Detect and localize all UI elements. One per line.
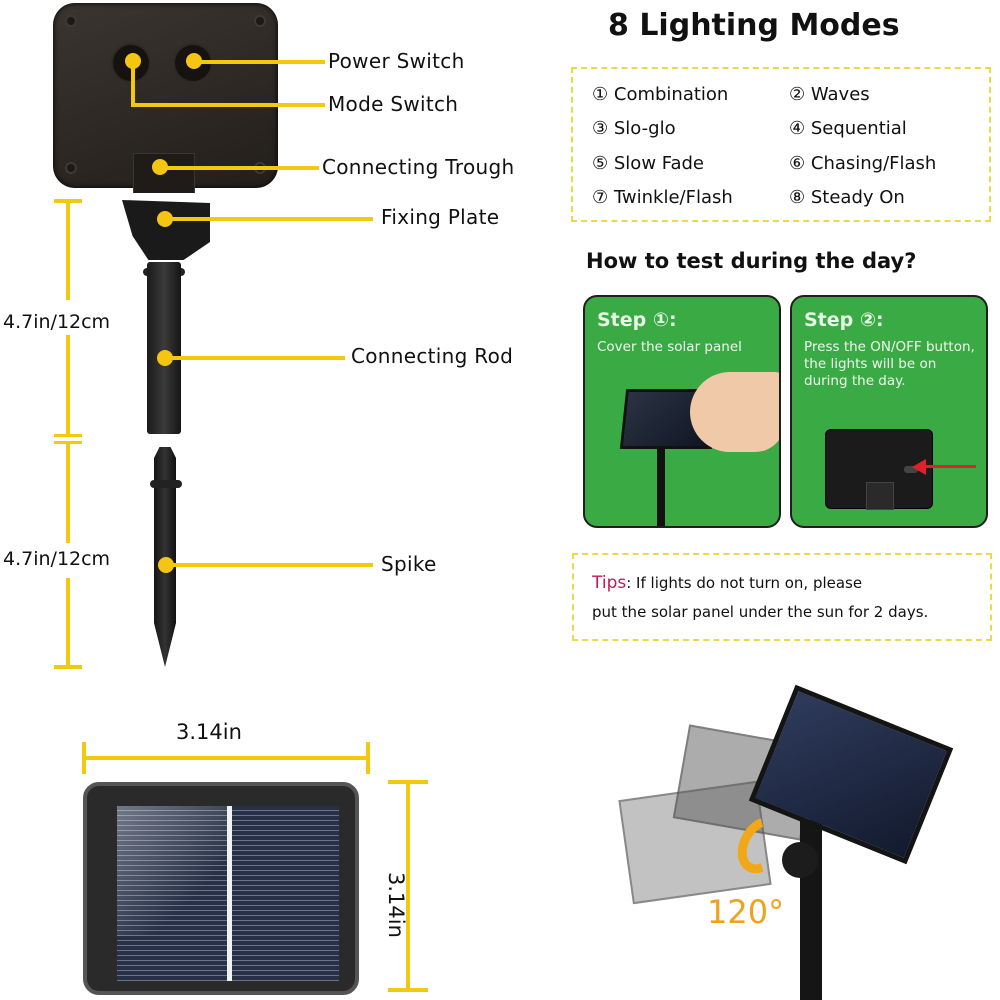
spike-leader — [170, 563, 373, 567]
rotation-angle-label: 120° — [707, 893, 785, 931]
power-switch-leader — [198, 60, 325, 64]
pivot-joint — [782, 842, 818, 878]
red-arrow-icon — [912, 459, 926, 475]
busbar — [227, 806, 232, 981]
control-box-image — [825, 429, 933, 510]
panel-width-label: 3.14in — [176, 720, 242, 744]
tips-line-2: put the solar panel under the sun for 2 … — [592, 603, 929, 621]
dim-cap — [54, 441, 82, 444]
mode-item: ⑦ Twinkle/Flash — [592, 187, 733, 208]
hand-image — [690, 372, 779, 452]
spike-dimension-line — [66, 578, 70, 666]
mode-switch-label: Mode Switch — [328, 92, 459, 116]
power-switch-label: Power Switch — [328, 49, 465, 73]
rod-dimension-line — [66, 200, 70, 300]
mode-item: ⑥ Chasing/Flash — [789, 153, 937, 174]
panel-reflection — [117, 806, 227, 936]
rod-dimension-line — [66, 335, 70, 435]
tips-line-1: Tips: If lights do not turn on, please — [592, 573, 863, 593]
red-arrow-shaft — [924, 465, 976, 468]
connecting-rod-dot — [157, 350, 173, 366]
fixing-plate-dot — [157, 211, 173, 227]
rod-length-label: 4.7in/12cm — [3, 311, 111, 333]
screw-icon — [65, 15, 77, 27]
test-title: How to test during the day? — [586, 249, 917, 273]
dim-cap — [388, 988, 428, 992]
tips-label: Tips — [592, 573, 627, 593]
onoff-button-image — [904, 466, 918, 473]
spike-dimension-line — [66, 443, 70, 543]
screw-icon — [65, 162, 77, 174]
tips-box — [572, 553, 992, 641]
mode-item: ⑧ Steady On — [789, 187, 905, 208]
power-switch-dot — [186, 53, 202, 69]
connecting-trough-label: Connecting Trough — [322, 155, 515, 179]
mode-item: ③ Slo-glo — [592, 118, 676, 139]
solar-panel — [83, 782, 359, 995]
dim-cap — [366, 742, 370, 774]
modes-box — [571, 67, 991, 222]
step-2-title: Step ②: — [804, 309, 884, 331]
spike-dot — [158, 557, 174, 573]
panel-height-label: 3.14in — [384, 872, 408, 938]
fixing-plate-label: Fixing Plate — [381, 205, 500, 229]
step-1-body: Cover the solar panel — [597, 339, 742, 355]
mode-item: ① Combination — [592, 84, 729, 105]
mode-switch-leader — [131, 61, 135, 105]
modes-title: 8 Lighting Modes — [608, 8, 900, 43]
stake-image — [657, 449, 665, 526]
mode-item: ⑤ Slow Fade — [592, 153, 704, 174]
step-1-card: Step ①: Cover the solar panel — [583, 295, 781, 528]
step-1-title: Step ①: — [597, 309, 677, 331]
connecting-rod — [147, 262, 181, 434]
trough-image — [866, 482, 894, 510]
dim-cap — [54, 665, 82, 669]
fixing-plate-leader — [170, 217, 373, 221]
panel-height-line — [406, 781, 410, 991]
dim-cap — [54, 434, 82, 437]
trough-leader — [164, 166, 319, 170]
spike-label: Spike — [381, 552, 437, 576]
screw-icon — [254, 15, 266, 27]
panel-width-line — [84, 756, 369, 760]
mode-switch-leader — [131, 103, 325, 107]
connecting-rod-leader — [170, 356, 345, 360]
mode-item: ④ Sequential — [789, 118, 907, 139]
fixing-plate — [122, 200, 210, 260]
mode-item: ② Waves — [789, 84, 870, 105]
step-2-card: Step ②: Press the ON/OFF button, the lig… — [790, 295, 988, 528]
dim-cap — [82, 742, 86, 774]
step-2-body: Press the ON/OFF button, the lights will… — [804, 339, 975, 389]
spike-length-label: 4.7in/12cm — [3, 548, 111, 570]
connecting-rod-label: Connecting Rod — [351, 344, 514, 368]
spike-collar — [150, 480, 182, 488]
trough-dot — [152, 159, 168, 175]
